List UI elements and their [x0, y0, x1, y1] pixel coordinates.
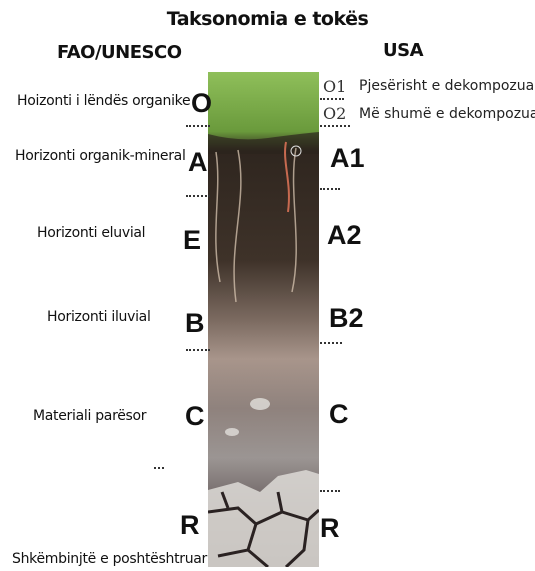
- fao-horizon-e-label: Horizonti eluvial: [37, 225, 145, 241]
- usa-code-a1: A1: [330, 143, 365, 174]
- usa-code-c: C: [329, 399, 349, 430]
- usa-code-r: R: [320, 513, 340, 544]
- usa-heading: USA: [383, 40, 423, 61]
- boundary-marker: [320, 125, 350, 127]
- fao-horizon-o-label: Hoizonti i lëndës organike: [17, 93, 190, 109]
- fao-horizon-a-label: Horizonti organik-mineral: [15, 148, 186, 164]
- boundary-marker: [320, 188, 340, 190]
- usa-o1-label: Pjesërisht e dekompozuar: [359, 78, 535, 94]
- fao-horizon-c-label: Materiali parësor: [33, 408, 146, 424]
- boundary-marker: [320, 490, 340, 492]
- usa-code-b2: B2: [329, 303, 364, 334]
- fao-code-a: A: [188, 147, 208, 178]
- boundary-marker: [186, 349, 210, 351]
- fao-heading: FAO/UNESCO: [57, 42, 182, 63]
- fao-horizon-b-label: Horizonti iluvial: [47, 309, 151, 325]
- fao-code-r: R: [180, 510, 200, 541]
- boundary-marker: [186, 125, 210, 127]
- boundary-marker: [320, 342, 342, 344]
- boundary-marker: [186, 195, 210, 197]
- boundary-marker: [320, 98, 344, 100]
- usa-code-o2: O2: [323, 104, 346, 123]
- boundary-marker: [154, 467, 164, 469]
- usa-code-a2: A2: [327, 220, 362, 251]
- usa-code-o1: O1: [323, 77, 346, 96]
- fao-code-c: C: [185, 401, 205, 432]
- fao-code-o: O: [191, 88, 212, 119]
- soil-profile-photo: [208, 72, 319, 567]
- usa-o2-label: Më shumë e dekompozuar: [359, 106, 535, 122]
- fao-code-e: E: [183, 225, 201, 256]
- fao-code-b: B: [185, 308, 205, 339]
- diagram-title: Taksonomia e tokës: [0, 8, 535, 30]
- fao-horizon-r-label: Shkëmbinjtë e poshtështruar: [12, 551, 207, 567]
